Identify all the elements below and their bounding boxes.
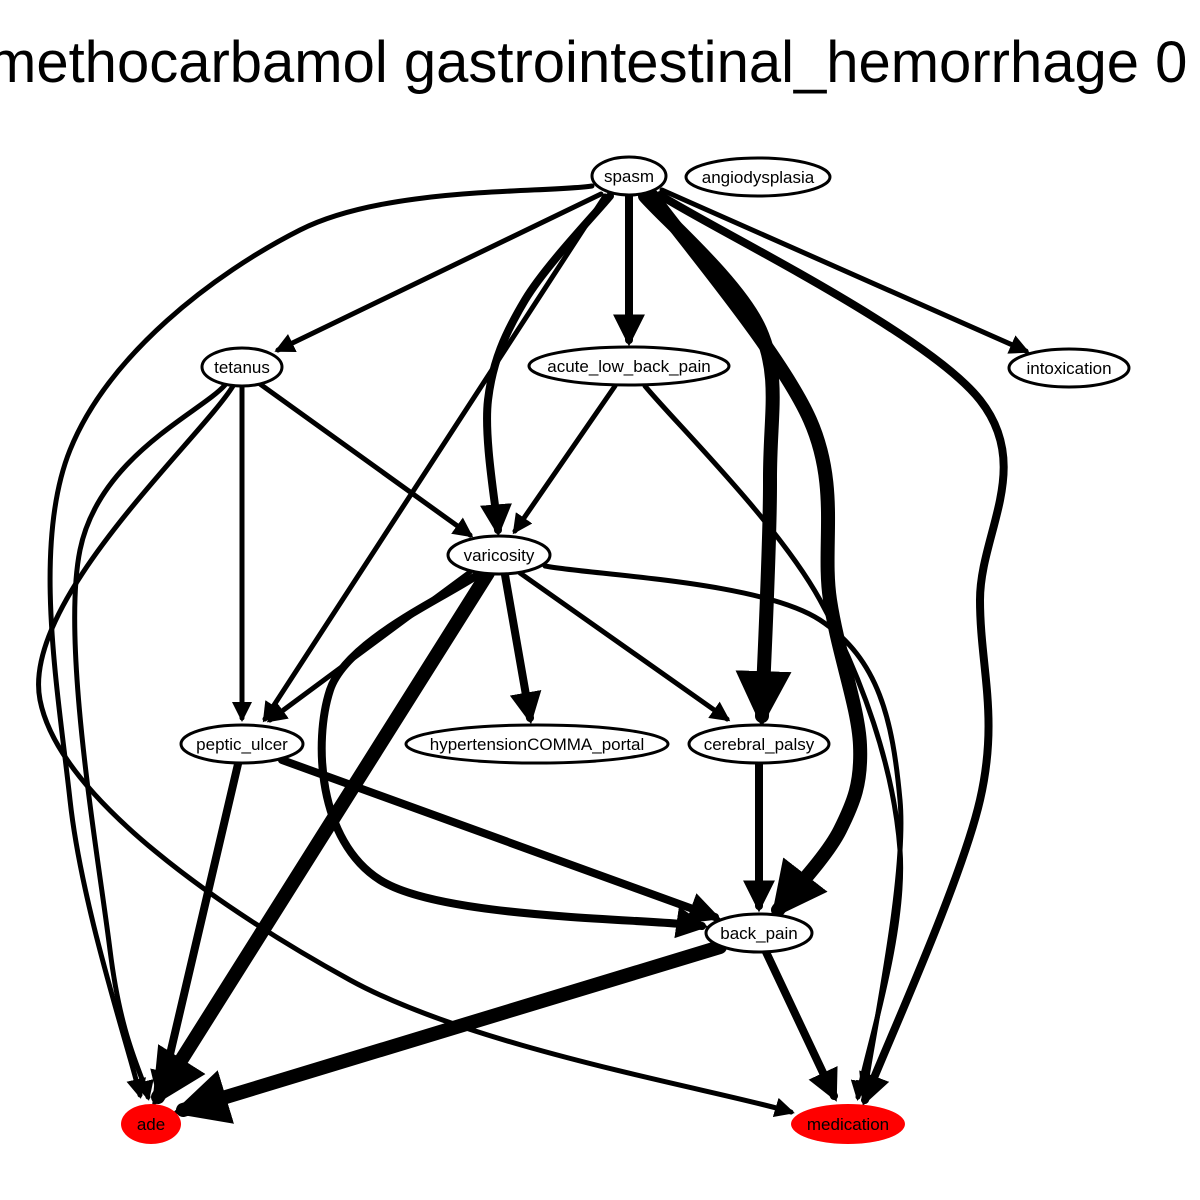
node-peptic_ulcer-shape (179, 723, 305, 765)
edge-spasm-to-ade (47, 183, 595, 1099)
node-back_pain-label: back_pain (720, 924, 798, 943)
node-hypertensionCOMMA_portal: hypertensionCOMMA_portal (404, 723, 670, 765)
edge-varicosity-to-hypertensionCOMMA_portal (501, 571, 542, 725)
edge-spasm-to-tetanus (274, 191, 604, 353)
node-ade: ade (121, 1104, 181, 1144)
node-angiodysplasia: angiodysplasia (684, 156, 832, 198)
node-tetanus-shape (200, 346, 284, 388)
edge-varicosity-to-medication (542, 563, 904, 1101)
graph-title: methocarbamol gastrointestinal_hemorrhag… (0, 30, 1187, 95)
node-varicosity-label: varicosity (464, 546, 535, 565)
node-back_pain-shape (704, 912, 814, 954)
node-tetanus: tetanus (200, 346, 284, 388)
node-ade-shape (121, 1104, 181, 1144)
node-varicosity-shape (446, 534, 552, 576)
nodes-layer: spasm angiodysplasia tetanus acute_low_back… (121, 155, 1131, 1144)
edge-back_pain-to-medication (762, 948, 838, 1102)
node-acute_low_back_pain-label: acute_low_back_pain (547, 357, 711, 376)
edge-tetanus-to-medication (36, 383, 795, 1117)
edge-back_pain-to-ade (172, 940, 727, 1124)
node-medication: medication (791, 1104, 905, 1144)
node-spasm-shape (590, 155, 668, 197)
node-cerebral_palsy-label: cerebral_palsy (704, 735, 815, 754)
node-hypertensionCOMMA_portal-shape (404, 723, 670, 765)
edge-spasm-to-back_pain (645, 189, 868, 919)
node-peptic_ulcer-label: peptic_ulcer (196, 735, 288, 754)
node-medication-label: medication (807, 1115, 889, 1134)
edge-acute_low_back_pain-to-varicosity (512, 383, 618, 535)
edge-tetanus-to-varicosity (257, 381, 474, 538)
node-tetanus-label: tetanus (214, 358, 270, 377)
node-peptic_ulcer: peptic_ulcer (179, 723, 305, 765)
edge-spasm-to-peptic_ulcer (262, 193, 608, 723)
node-ade-label: ade (137, 1115, 165, 1134)
edge-spasm-to-varicosity (480, 192, 614, 537)
node-acute_low_back_pain-shape (527, 345, 731, 387)
node-spasm-label: spasm (604, 167, 654, 186)
node-medication-shape (791, 1104, 905, 1144)
node-cerebral_palsy-shape (687, 723, 831, 765)
node-angiodysplasia-label: angiodysplasia (702, 168, 815, 187)
node-angiodysplasia-shape (684, 156, 832, 198)
edge-spasm-to-intoxication (659, 187, 1030, 354)
node-intoxication: intoxication (1007, 347, 1131, 389)
node-varicosity: varicosity (446, 534, 552, 576)
node-intoxication-label: intoxication (1026, 359, 1111, 378)
node-intoxication-shape (1007, 347, 1131, 389)
edge-tetanus-to-ade (72, 382, 228, 1101)
node-back_pain: back_pain (704, 912, 814, 954)
edge-peptic_ulcer-to-ade (150, 760, 242, 1104)
edge-peptic_ulcer-to-back_pain (278, 756, 722, 924)
node-acute_low_back_pain: acute_low_back_pain (527, 345, 731, 387)
edge-varicosity-to-cerebral_palsy (517, 570, 731, 722)
edge-spasm-to-medication (656, 191, 1008, 1106)
node-cerebral_palsy: cerebral_palsy (687, 723, 831, 765)
edge-varicosity-to-ade (151, 566, 495, 1107)
node-spasm: spasm (590, 155, 668, 197)
edges-layer (36, 183, 1030, 1124)
node-hypertensionCOMMA_portal-label: hypertensionCOMMA_portal (430, 735, 644, 754)
